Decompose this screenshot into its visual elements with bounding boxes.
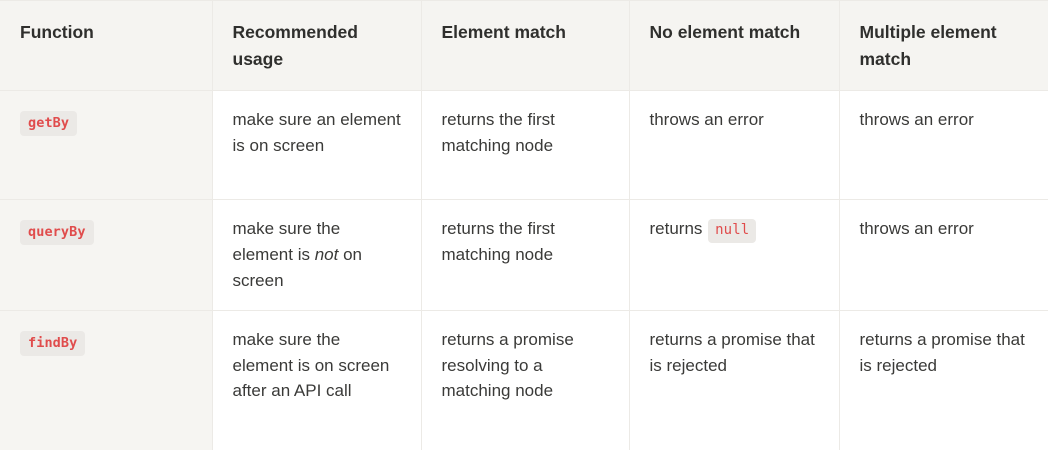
cell-multiple-element-match: returns a promise that is rejected bbox=[839, 310, 1048, 450]
cell-text: make sure an element is on screen bbox=[232, 110, 401, 156]
cell-function: getBy bbox=[0, 90, 213, 201]
code-badge-getby: getBy bbox=[20, 111, 78, 137]
cell-text: returns the first matching node bbox=[441, 219, 555, 265]
cell-text: returns the first matching node bbox=[441, 110, 555, 156]
cell-text: returns null bbox=[650, 216, 821, 243]
table-row: queryBy make sure the element is not on … bbox=[0, 199, 1048, 311]
cell-no-element-match: returns a promise that is rejected bbox=[629, 310, 840, 450]
cell-recommended-usage: make sure an element is on screen bbox=[212, 90, 422, 201]
cell-text: make sure the element is on screen after… bbox=[232, 329, 390, 401]
cell-text-prefix: returns bbox=[649, 219, 708, 239]
cell-element-match: returns the first matching node bbox=[421, 199, 630, 311]
cell-text: make sure the element is not on screen bbox=[233, 216, 403, 293]
cell-text: returns a promise that is rejected bbox=[859, 329, 1025, 375]
cell-function: findBy bbox=[0, 310, 213, 450]
column-header-no-element-match: No element match bbox=[629, 0, 840, 92]
cell-no-element-match: throws an error bbox=[629, 90, 840, 201]
cell-element-match: returns a promise resolving to a matchin… bbox=[421, 310, 630, 450]
code-badge-findby: findBy bbox=[20, 330, 86, 356]
column-header-function: Function bbox=[0, 0, 213, 92]
code-badge-null: null bbox=[708, 219, 757, 243]
table-body: getBy make sure an element is on screen … bbox=[0, 90, 1048, 450]
table-header-row: Function Recommended usage Element match… bbox=[0, 0, 1048, 92]
column-header-recommended-usage: Recommended usage bbox=[212, 0, 422, 92]
column-header-multiple-element-match: Multiple element match bbox=[839, 0, 1048, 92]
cell-text: returns a promise resolving to a matchin… bbox=[441, 329, 574, 401]
cell-no-element-match: returns null bbox=[629, 199, 840, 311]
cell-recommended-usage: make sure the element is on screen after… bbox=[212, 310, 422, 450]
cell-function: queryBy bbox=[0, 199, 213, 311]
cell-multiple-element-match: throws an error bbox=[839, 199, 1048, 311]
cell-multiple-element-match: throws an error bbox=[839, 90, 1048, 201]
cell-text: throws an error bbox=[649, 110, 764, 130]
cell-text: throws an error bbox=[859, 219, 974, 239]
emphasis-not: not bbox=[314, 245, 339, 265]
table-row: getBy make sure an element is on screen … bbox=[0, 90, 1048, 201]
code-badge-queryby: queryBy bbox=[20, 220, 94, 246]
table-row: findBy make sure the element is on scree… bbox=[0, 310, 1048, 450]
cell-text-suffix: on screen bbox=[232, 245, 362, 290]
table-header: Function Recommended usage Element match… bbox=[0, 0, 1048, 92]
cell-element-match: returns the first matching node bbox=[421, 90, 630, 201]
cell-recommended-usage: make sure the element is not on screen bbox=[212, 199, 422, 311]
cell-text: throws an error bbox=[859, 110, 974, 130]
column-header-element-match: Element match bbox=[421, 0, 630, 92]
cell-text: returns a promise that is rejected bbox=[649, 329, 815, 375]
cell-text-prefix: make sure the element is bbox=[232, 219, 341, 265]
